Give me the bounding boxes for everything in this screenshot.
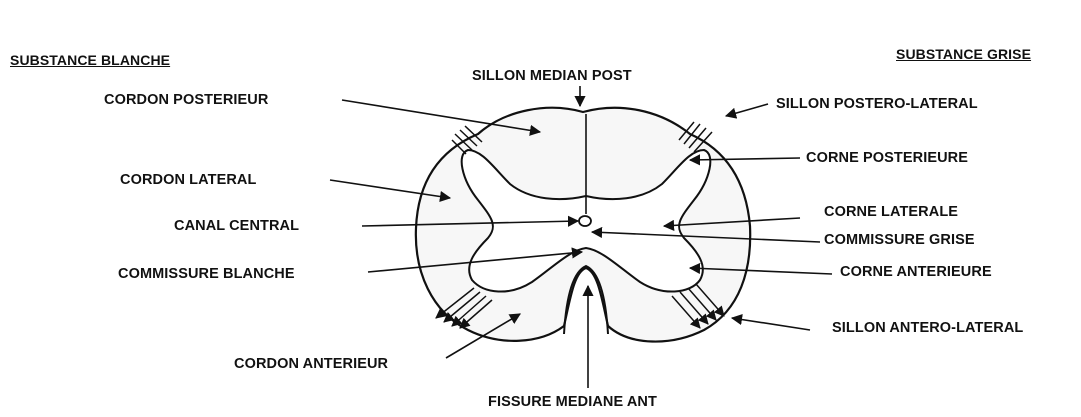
label-cordon-lateral: CORDON LATERAL <box>120 172 256 188</box>
label-cordon-anterieur: CORDON ANTERIEUR <box>234 356 388 372</box>
label-sillon-antero-lateral: SILLON ANTERO-LATERAL <box>832 320 1023 336</box>
header-substance-grise: SUBSTANCE GRISE <box>896 46 1031 62</box>
label-corne-laterale: CORNE LATERALE <box>824 204 958 220</box>
label-commissure-blanche: COMMISSURE BLANCHE <box>118 266 295 282</box>
label-sillon-median-post: SILLON MEDIAN POST <box>472 68 632 84</box>
label-corne-anterieure: CORNE ANTERIEURE <box>840 264 992 280</box>
label-corne-posterieure: CORNE POSTERIEURE <box>806 150 968 166</box>
header-substance-blanche: SUBSTANCE BLANCHE <box>10 52 170 68</box>
label-sillon-postero-lateral: SILLON POSTERO-LATERAL <box>776 96 978 112</box>
label-fissure-mediane-ant: FISSURE MEDIANE ANT <box>488 394 657 410</box>
pointer-sillon-postero-lateral <box>726 104 768 116</box>
label-commissure-grise: COMMISSURE GRISE <box>824 232 975 248</box>
label-canal-central: CANAL CENTRAL <box>174 218 299 234</box>
label-cordon-posterieur: CORDON POSTERIEUR <box>104 92 268 108</box>
central-canal <box>579 216 591 226</box>
pointer-sillon-antero-lateral <box>732 318 810 330</box>
